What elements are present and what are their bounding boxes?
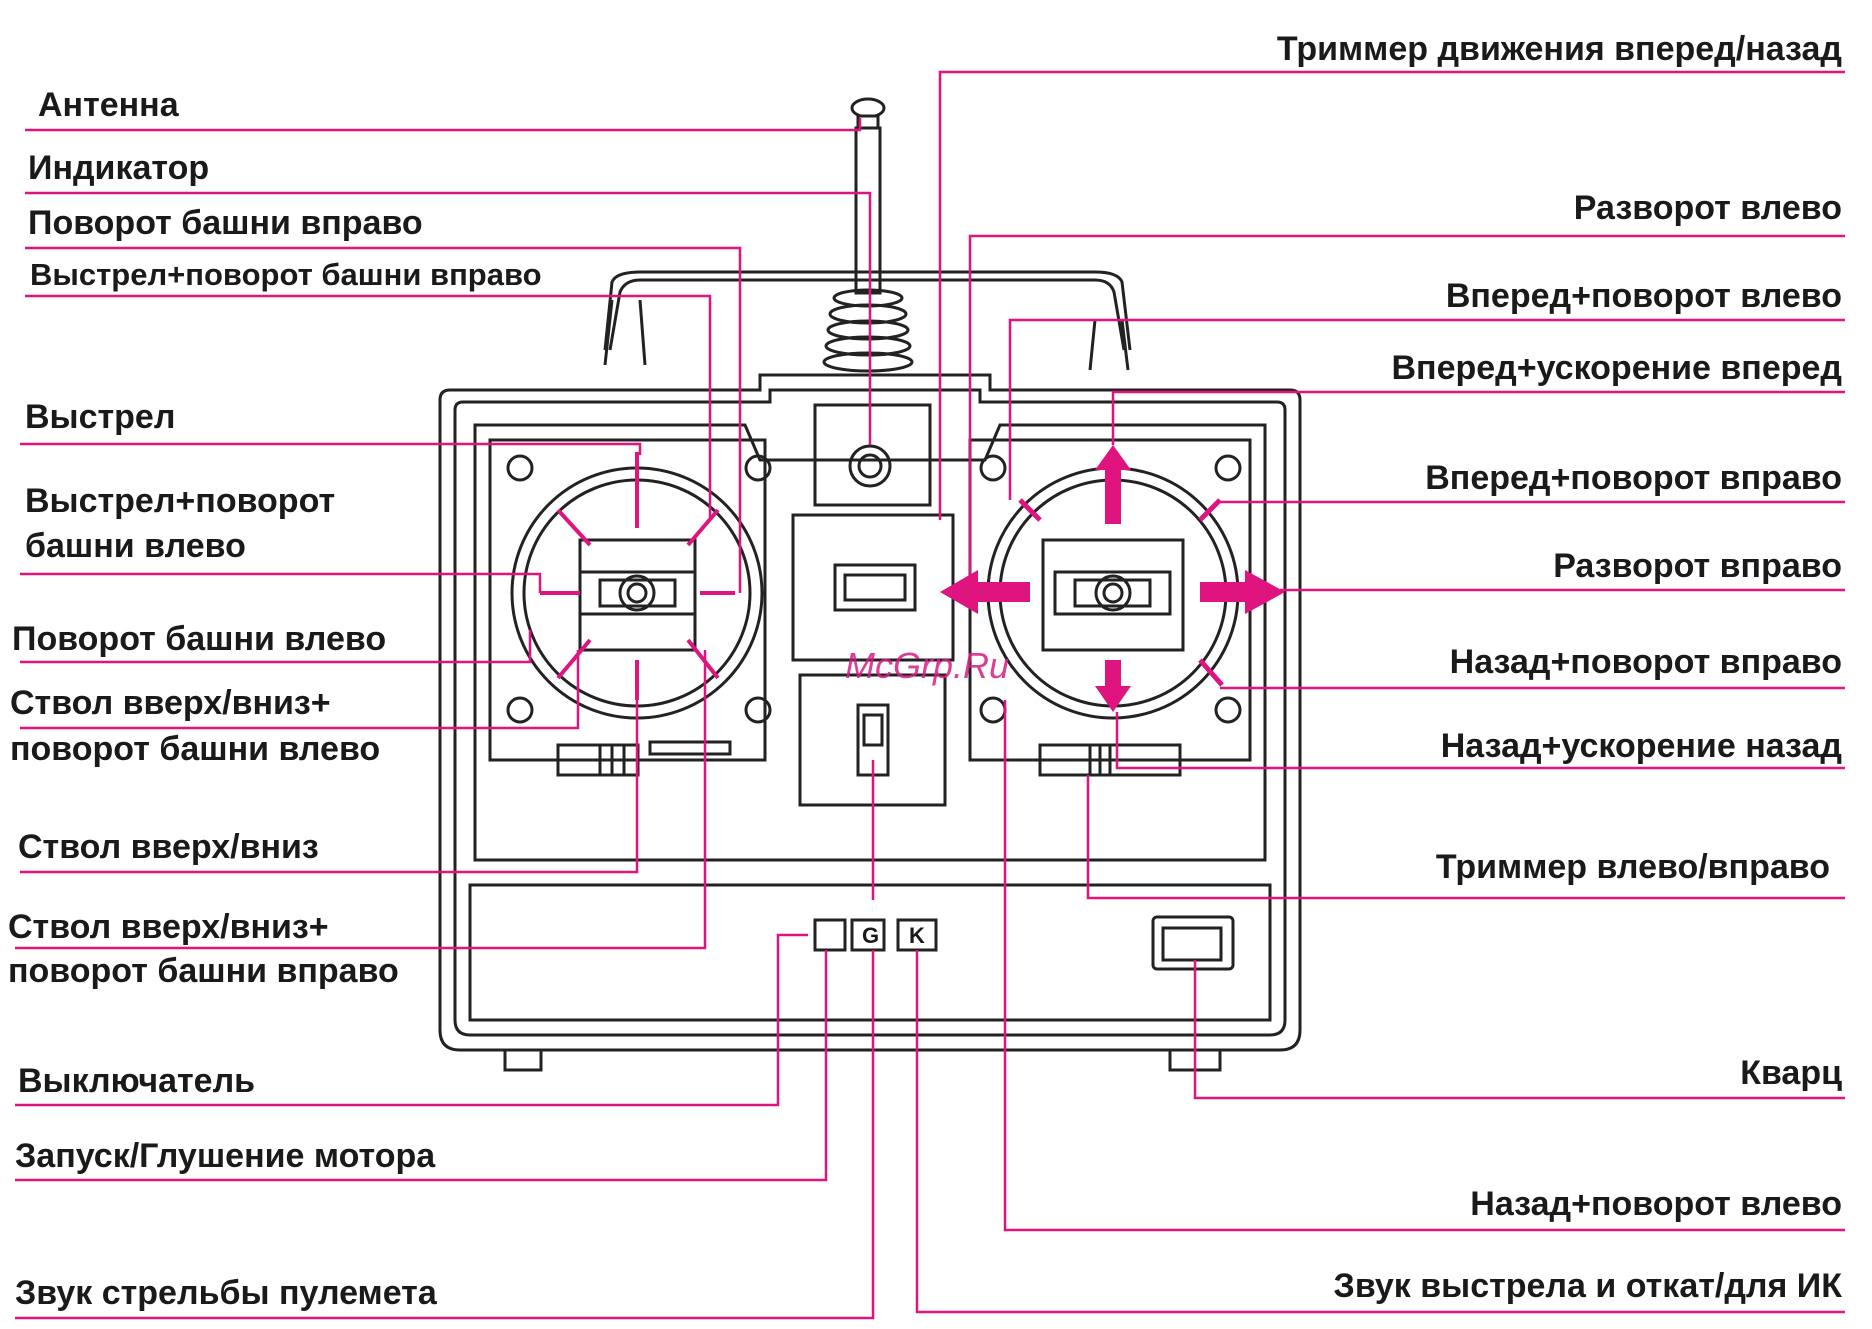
button-power [813, 918, 847, 952]
label-barrel-turret-left-1: Ствол вверх/вниз+ [10, 684, 331, 722]
leader-barrel-turret-right [15, 650, 707, 950]
label-trim-fwd: Триммер движения вперед/назад [1276, 30, 1842, 68]
leader-trim-lr [1086, 775, 1845, 900]
leader-barrel [20, 700, 639, 874]
antenna-rod [854, 126, 882, 295]
leader-trim-fwd [938, 70, 1845, 520]
label-trim-lr: Триммер влево/вправо [1435, 848, 1830, 886]
left-stick-knob [618, 574, 656, 612]
label-back-turn-left: Назад+поворот влево [1470, 1185, 1842, 1223]
label-fire-turret-left-1: Выстрел+поворот [25, 482, 336, 520]
label-turret-left: Поворот башни влево [12, 620, 387, 658]
leader-fwd-turn-left [1008, 318, 1845, 500]
label-fwd-accel: Вперед+ускорение вперед [1391, 349, 1843, 387]
leader-power-switch [15, 933, 808, 1107]
label-barrel-turret-left-2: поворот башни влево [10, 730, 381, 768]
label-barrel-turret-right-2: поворот башни вправо [8, 952, 399, 990]
body-outer [438, 373, 1302, 1052]
right-stick-arrows [940, 445, 1285, 712]
label-machine-gun: Звук стрельбы пулемета [15, 1274, 437, 1312]
leader-back-accel [1115, 712, 1845, 770]
label-power-switch: Выключатель [18, 1062, 256, 1100]
leader-engine [15, 950, 828, 1182]
watermark: McGrp.Ru [845, 645, 1010, 686]
label-indicator: Индикатор [28, 149, 210, 187]
label-engine: Запуск/Глушение мотора [15, 1137, 436, 1175]
center-trim-block [791, 513, 955, 662]
leader-back-turn-left [1003, 700, 1845, 1232]
label-fire: Выстрел [25, 398, 176, 436]
lower-panel [468, 883, 1272, 1022]
leader-indicator [25, 191, 872, 445]
indicator-housing [813, 403, 932, 507]
right-stick-knob [1094, 574, 1132, 612]
leader-fire-turret-right [25, 294, 712, 520]
right-post [1088, 319, 1130, 371]
leader-machine-gun [15, 950, 875, 1320]
leader-turn-left [968, 234, 1845, 580]
foot-left [503, 1048, 543, 1072]
label-turn-right: Разворот вправо [1553, 547, 1842, 585]
leader-barrel-turret-left [20, 650, 580, 730]
left-post [603, 299, 647, 366]
label-crystal: Кварц [1740, 1054, 1842, 1092]
carry-handle [608, 278, 1126, 351]
label-fire-turret-left-2: башни влево [25, 527, 246, 565]
label-fire-turret-right: Выстрел+поворот башни вправо [30, 257, 542, 292]
leader-shot-ir [915, 950, 1845, 1314]
label-shot-ir: Звук выстрела и откат/для ИК [1333, 1267, 1842, 1305]
antenna-tip [850, 97, 886, 119]
label-fwd-turn-left: Вперед+поворот влево [1445, 277, 1842, 315]
leader-antenna [25, 118, 862, 132]
button-k-label: K [909, 923, 925, 948]
antenna-spring [822, 288, 914, 373]
label-barrel: Ствол вверх/вниз [18, 828, 319, 866]
left-stick-arrows [540, 452, 735, 700]
label-back-turn-right: Назад+поворот вправо [1449, 643, 1842, 681]
leader-turret-left [20, 630, 532, 664]
label-fwd-turn-right: Вперед+поворот вправо [1425, 459, 1842, 497]
leader-lines [15, 70, 1845, 1320]
leader-fire [20, 442, 642, 455]
crystal-socket [1151, 915, 1235, 971]
button-g-label: G [862, 923, 880, 948]
leader-turret-right [25, 246, 742, 593]
label-turn-left: Разворот влево [1573, 189, 1842, 227]
label-antenna: Антенна [38, 86, 179, 124]
label-barrel-turret-right-1: Ствол вверх/вниз+ [8, 908, 329, 946]
leader-crystal [1193, 960, 1845, 1100]
label-turret-right: Поворот башни вправо [28, 204, 423, 242]
leader-fire-turret-left [20, 572, 542, 593]
label-back-accel: Назад+ускорение назад [1440, 727, 1842, 765]
leader-fwd-accel [1111, 390, 1845, 445]
left-stick-housing [488, 438, 767, 762]
